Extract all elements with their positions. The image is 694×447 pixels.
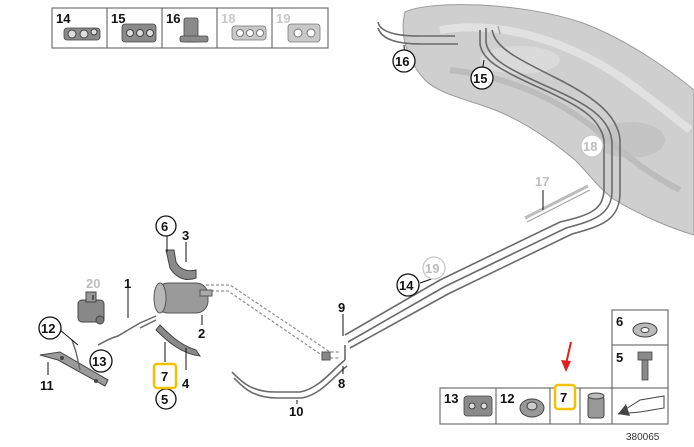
top-cell-16-label: 16 [166,11,180,26]
side-cell-5-label: 5 [616,350,623,365]
bracket-part-11 [39,339,109,387]
bottom-cell-12-label: 12 [500,391,514,406]
callout-5-circle: 5 [155,388,177,410]
callout-18-circle: 18 [580,134,604,158]
fuel-filter [97,282,213,346]
callout-12-circle: 12 [38,316,62,340]
leaders [47,44,485,404]
red-pointer-arrow [561,341,572,372]
filter-lines [206,284,348,399]
bottom-cell-13-label: 13 [444,391,458,406]
sleeve-icon [587,392,605,419]
bottom-cell-7-highlight: 7 [553,383,577,411]
callout-10: 10 [289,404,303,419]
callout-9: 9 [338,300,345,315]
bracket-part-3 [165,249,197,281]
top-cell-19-label: 19 [276,11,290,26]
retaining-washer-icon [632,322,658,338]
bottom-parts-strip: 13 12 7 [439,383,669,425]
callout-15-circle: 15 [470,66,494,90]
callout-18: 18 [583,139,597,154]
callout-labels: 1 2 3 4 9 8 10 11 20 17 6 5 7 12 13 [38,49,604,419]
grommet-icon [519,398,545,418]
callout-13-circle: 13 [89,349,113,373]
callout-8: 8 [338,376,345,391]
callout-15: 15 [473,71,487,86]
top-cell-15-label: 15 [111,11,125,26]
reference-code: 380065 [626,432,660,443]
callout-2: 2 [198,326,205,341]
callout-3: 3 [182,228,189,243]
side-cell-6-label: 6 [616,314,623,329]
callout-5: 5 [161,392,168,407]
top-cell-18-label: 18 [221,11,235,26]
callout-7-highlight: 7 [152,362,178,390]
callout-17: 17 [535,174,549,189]
callout-14: 14 [399,278,414,293]
single-clip-icon [179,17,209,43]
bracket-part-4 [155,324,202,357]
callout-6-circle: 6 [155,215,177,237]
fuel-lines [344,21,621,349]
callout-12: 12 [41,321,55,336]
callout-19: 19 [425,261,439,276]
reference-arrow-icon [617,395,665,416]
callout-6: 6 [161,219,168,234]
side-parts-stack: 6 5 [611,309,669,389]
fuel-tank [402,4,694,236]
triple-clip-icon [231,25,267,41]
callout-4: 4 [182,376,190,391]
callout-7: 7 [161,369,168,384]
double-clip-icon [287,23,321,43]
callout-16: 16 [395,54,409,69]
multi-pipe-clip-icon [121,23,157,43]
callout-16-circle: 16 [392,49,416,73]
bottom-cell-7-label: 7 [560,390,567,405]
double-pipe-clip-icon [63,27,101,41]
callout-11: 11 [40,378,54,393]
part-17-rail [524,184,591,223]
callout-13: 13 [92,354,106,369]
callout-20: 20 [86,276,100,291]
callout-14-circle: 14 [396,273,420,297]
bracket-clip-icon [463,395,493,417]
callout-1: 1 [124,276,131,291]
callout-19-circle: 19 [422,256,446,280]
hex-bolt-icon [637,351,653,381]
pump-part-20 [77,291,105,325]
top-parts-strip: 14 15 16 18 19 [51,7,329,49]
top-cell-14-label: 14 [56,11,71,26]
